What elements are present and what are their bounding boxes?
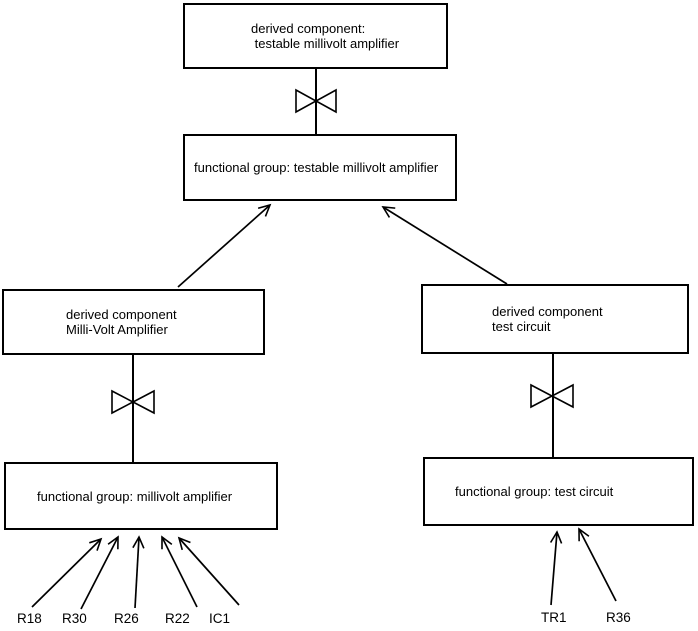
box-derived-component-test-circuit: derived component test circuit: [421, 284, 689, 354]
label-r26: R26: [114, 611, 139, 626]
box-text-line: derived component:: [251, 21, 366, 36]
bowtie-symbol-right: [530, 383, 574, 409]
box-functional-group-millivolt-amplifier: functional group: millivolt amplifier: [4, 462, 278, 530]
arrow-r26: [132, 535, 145, 609]
arrow-r22: [161, 535, 198, 608]
box-text-line: derived component: [66, 307, 177, 322]
label-r18: R18: [17, 611, 42, 626]
decomposition-connector-top: [295, 69, 337, 134]
label-r22: R22: [165, 611, 190, 626]
arrow-tr1: [549, 530, 563, 606]
label-tr1: TR1: [541, 610, 567, 625]
arrow-left-derived-to-top-fg: [177, 203, 272, 288]
box-derived-component-milli-volt-amplifier: derived component Milli-Volt Amplifier: [2, 289, 265, 355]
arrow-ic1: [177, 536, 240, 606]
arrow-right-derived-to-top-fg: [381, 206, 508, 285]
box-text-line: functional group: test circuit: [455, 484, 614, 499]
label-ic1: IC1: [209, 611, 231, 626]
arrow-r36: [578, 527, 617, 602]
bowtie-symbol-top: [295, 88, 337, 114]
box-text-line: functional group: testable millivolt amp…: [194, 160, 439, 175]
box-text-line: Milli-Volt Amplifier: [66, 322, 168, 337]
box-functional-group-testable-millivolt-amplifier: functional group: testable millivolt amp…: [183, 134, 457, 201]
arrow-r30: [80, 535, 119, 610]
box-text-line: derived component: [492, 304, 603, 319]
decomposition-connector-right: [530, 354, 574, 457]
arrow-r18: [31, 537, 103, 608]
bowtie-symbol-left: [111, 389, 155, 415]
box-text-line: functional group: millivolt amplifier: [37, 488, 233, 504]
box-text-line: test circuit: [492, 319, 551, 334]
box-derived-component-testable-millivolt-amplifier: derived component: testable millivolt am…: [183, 3, 448, 69]
label-r36: R36: [606, 610, 631, 625]
box-functional-group-test-circuit: functional group: test circuit: [423, 457, 694, 526]
label-r30: R30: [62, 611, 87, 626]
box-text-line: testable millivolt amplifier: [251, 36, 400, 51]
decomposition-connector-left: [111, 355, 155, 462]
